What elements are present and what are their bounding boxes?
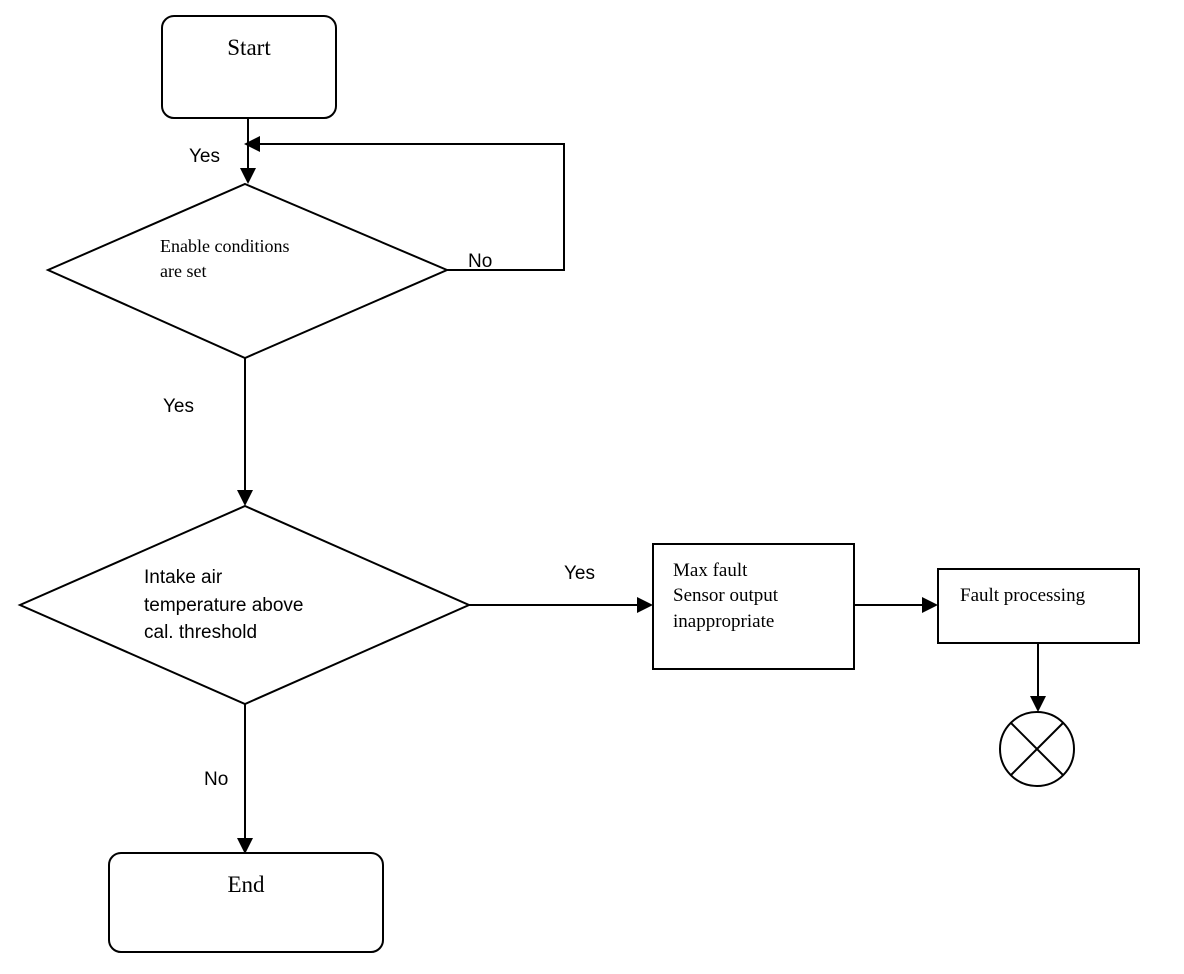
maxfault-label-line3: inappropriate <box>673 611 774 632</box>
edge-label-intake-end: No <box>204 769 228 790</box>
connector-enable-loop <box>260 143 565 271</box>
maxfault-label-line2: Sensor output <box>673 585 779 606</box>
edge-label-enable-loop: No <box>468 251 492 272</box>
maxfault-label-line1: Max fault <box>673 560 748 581</box>
arrowhead-enable-top <box>240 168 256 184</box>
enable-conditions-decision <box>45 182 450 360</box>
edge-label-start-enable: Yes <box>189 146 220 167</box>
enable-label-line1: Enable conditions <box>160 236 289 256</box>
end-node <box>108 852 384 953</box>
intake-temperature-decision <box>17 504 472 706</box>
edge-label-intake-maxfault: Yes <box>564 563 595 584</box>
arrowhead-end-top <box>237 838 253 854</box>
edge-label-enable-intake: Yes <box>163 396 194 417</box>
fault-processing-process <box>937 568 1140 644</box>
end-label: End <box>227 872 265 897</box>
start-label: Start <box>227 35 271 60</box>
arrowhead-maxfault-left <box>637 597 653 613</box>
arrowhead-intake-top <box>237 490 253 506</box>
intake-label-line3: cal. threshold <box>144 622 257 643</box>
arrowhead-loop-return <box>244 136 260 152</box>
terminator-x-icon <box>999 711 1075 787</box>
start-node <box>161 15 337 119</box>
arrowhead-faultprocessing-left <box>922 597 938 613</box>
arrowhead-terminator-top <box>1030 696 1046 712</box>
enable-label-line2: are set <box>160 261 206 281</box>
intake-label-line1: Intake air <box>144 567 223 588</box>
max-fault-process <box>652 543 855 670</box>
fault-processing-label: Fault processing <box>960 585 1086 606</box>
intake-label-line2: temperature above <box>144 595 304 616</box>
